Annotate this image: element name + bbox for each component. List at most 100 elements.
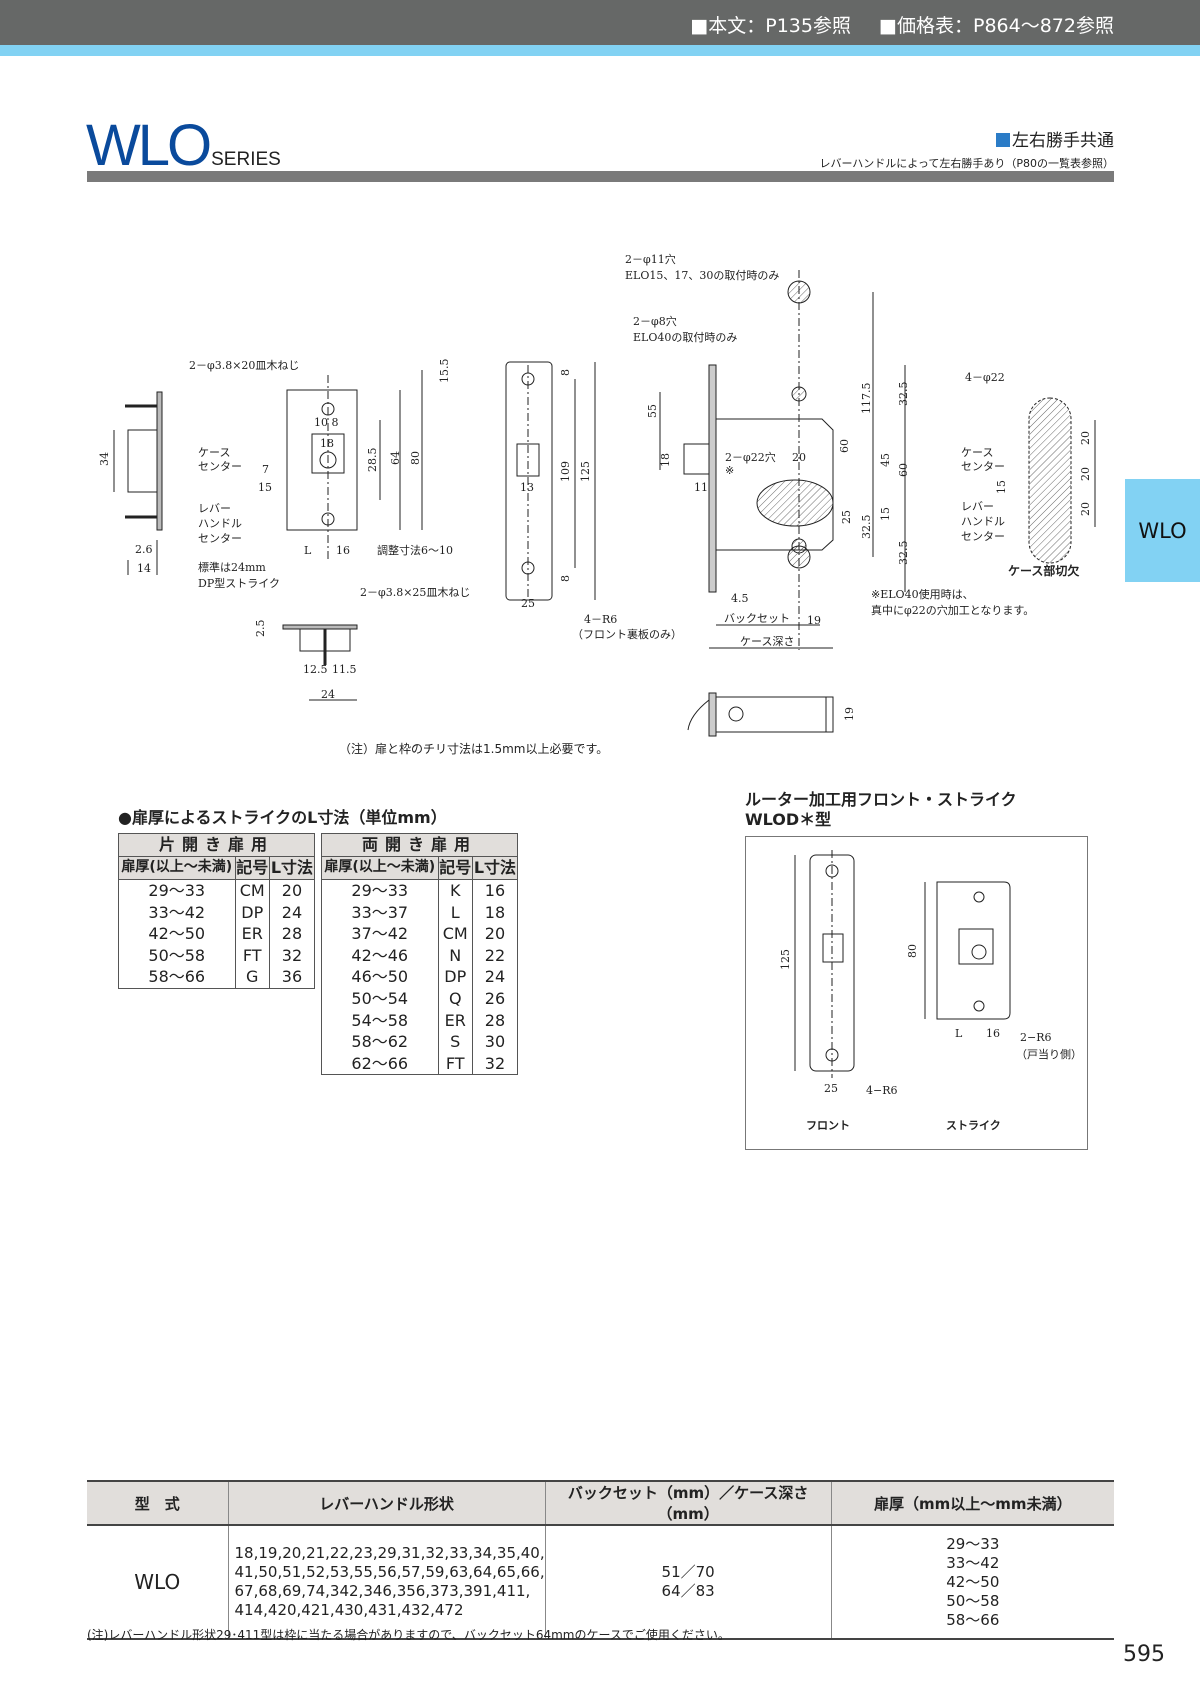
col-header: 記号: [234, 856, 270, 880]
table-cell: 28: [268, 923, 316, 945]
table-cell: 33～42: [118, 901, 236, 924]
series-suffix: SERIES: [211, 149, 281, 170]
dim-label: 32.5: [860, 515, 873, 540]
screw-label: 2－φ3.8×25皿木ねじ: [360, 586, 470, 599]
hole-label: 2－φ22穴: [725, 450, 776, 464]
table-cell: 32: [268, 944, 316, 967]
radius-note: （フロント裏板のみ）: [572, 627, 682, 641]
feature-heading: 左右勝手共通: [1012, 131, 1114, 151]
table-cell: ER: [437, 1009, 473, 1032]
handles-cell: 18,19,20,21,22,23,29,31,32,33,34,35,40, …: [227, 1525, 546, 1640]
dim-label: 2.5: [254, 620, 267, 638]
router-subtitle: WLOD＊型: [745, 810, 832, 829]
col-header: 扉厚(以上～未満): [321, 856, 439, 880]
page-references: ■本文：P135参照 ■価格表：P864～872参照: [668, 11, 1114, 38]
col-header: L寸法: [268, 856, 316, 880]
dim-label: 125: [579, 461, 592, 482]
dim-label: 55: [646, 404, 659, 418]
table-cell: 50～58: [118, 944, 236, 967]
table-cell: L: [437, 901, 473, 924]
square-bullet-icon: [996, 133, 1010, 147]
dim-label: 34: [98, 452, 111, 466]
dim-label: 125: [779, 949, 792, 970]
backset-line: 64／83: [661, 1582, 715, 1600]
dim-label: 32.5: [897, 382, 910, 407]
l-table-heading: ●扉厚によるストライクのL寸法（単位mm）: [118, 808, 447, 827]
side-index-tab[interactable]: WLO: [1125, 479, 1200, 582]
asterisk-mark: ※: [725, 464, 734, 477]
table-cell: 22: [471, 944, 519, 967]
thickness-line: 29～33: [946, 1534, 1000, 1553]
dim-label: 2.6: [135, 543, 153, 556]
col-header: バックセット（mm）／ケース深さ（mm）: [544, 1480, 832, 1526]
table-cell: 20: [471, 923, 519, 945]
backset-cell: 51／70 64／83: [544, 1525, 832, 1640]
dim-label: 45: [879, 453, 892, 467]
thickness-line: 50～58: [946, 1591, 1000, 1610]
table-cell: 58～62: [321, 1031, 439, 1053]
dim-label: L: [304, 544, 312, 557]
table-cell: 33～37: [321, 901, 439, 924]
dim-label: 8: [559, 575, 572, 582]
top-bar: ■本文：P135参照 ■価格表：P864～872参照: [0, 0, 1200, 45]
table-cell: G: [234, 966, 270, 989]
thickness-line: 33～42: [946, 1553, 1000, 1572]
table-cell: 28: [471, 1009, 519, 1032]
price-reference: ■価格表：P864～872参照: [879, 15, 1114, 37]
table-cell: 46～50: [321, 966, 439, 988]
strike-type-label: DP型ストライク: [198, 576, 280, 590]
radius-label: 4−R6: [866, 1084, 898, 1097]
table-cell: S: [437, 1031, 473, 1053]
dim-label: 25: [521, 597, 535, 610]
dim-label: 7: [262, 463, 269, 476]
handle-center-label: レバー: [198, 502, 231, 515]
title-rule: [87, 171, 1114, 182]
dim-label: 60: [897, 463, 910, 477]
backset-line: 51／70: [661, 1563, 715, 1581]
dim-label: 15.5: [438, 359, 451, 384]
hole-note: ELO15、17、30の取付時のみ: [625, 269, 779, 282]
router-box: [745, 836, 1088, 1150]
elo40-note: 真中にφ22の穴加工となります。: [871, 603, 1034, 617]
radius-label: 4－R6: [584, 613, 617, 626]
dim-label: 16: [986, 1027, 1000, 1040]
table-cell: FT: [234, 944, 270, 967]
radius-label: 2−R6: [1020, 1031, 1052, 1044]
table-cell: 30: [471, 1031, 519, 1053]
dim-label: 11.5: [332, 663, 357, 676]
table-cell: N: [437, 944, 473, 967]
col-header: 扉厚（mm以上～mm未満）: [830, 1480, 1114, 1526]
spec-note: (注)レバーハンドル形状29･411型は枠に当たる場合がありますので、バックセッ…: [87, 1628, 730, 1642]
table-cell: 24: [268, 901, 316, 924]
standard-label: 標準は24mm: [198, 560, 266, 574]
dim-label: 18: [659, 453, 672, 467]
dim-label: 4.5: [731, 592, 749, 605]
spec-table: 型 式 レバーハンドル形状 バックセット（mm）／ケース深さ（mm） 扉厚（mm…: [87, 1480, 1114, 1640]
dim-label: 16: [336, 544, 350, 557]
model-cell: WLO: [87, 1525, 228, 1640]
table-cell: 62～66: [321, 1052, 439, 1076]
table-cell: 29～33: [118, 879, 236, 902]
strike-bottom-view: 2.5 12.5 11.5 24: [254, 620, 358, 701]
router-title: ルーター加工用フロント・ストライク: [745, 790, 1017, 809]
series-name: WLO: [86, 113, 212, 178]
strike-front-view: 2－φ3.8×20皿木ねじ 10 8 18 ケース センター 7 15 レバー …: [189, 359, 470, 600]
page-number: 595: [1123, 1642, 1165, 1667]
front-plate-view: 13 8 109 125 8 25 4－R6 （フロント裏板のみ）: [505, 361, 682, 641]
col-header: L寸法: [471, 856, 519, 880]
table-cell: 36: [268, 966, 316, 989]
dim-label: 20: [1079, 431, 1092, 445]
strike-side-view: 34 2.6 14: [98, 391, 163, 575]
case-center-label: ケース: [198, 446, 230, 459]
thickness-cell: 29～33 33～42 42～50 50～58 58～66: [830, 1525, 1114, 1640]
